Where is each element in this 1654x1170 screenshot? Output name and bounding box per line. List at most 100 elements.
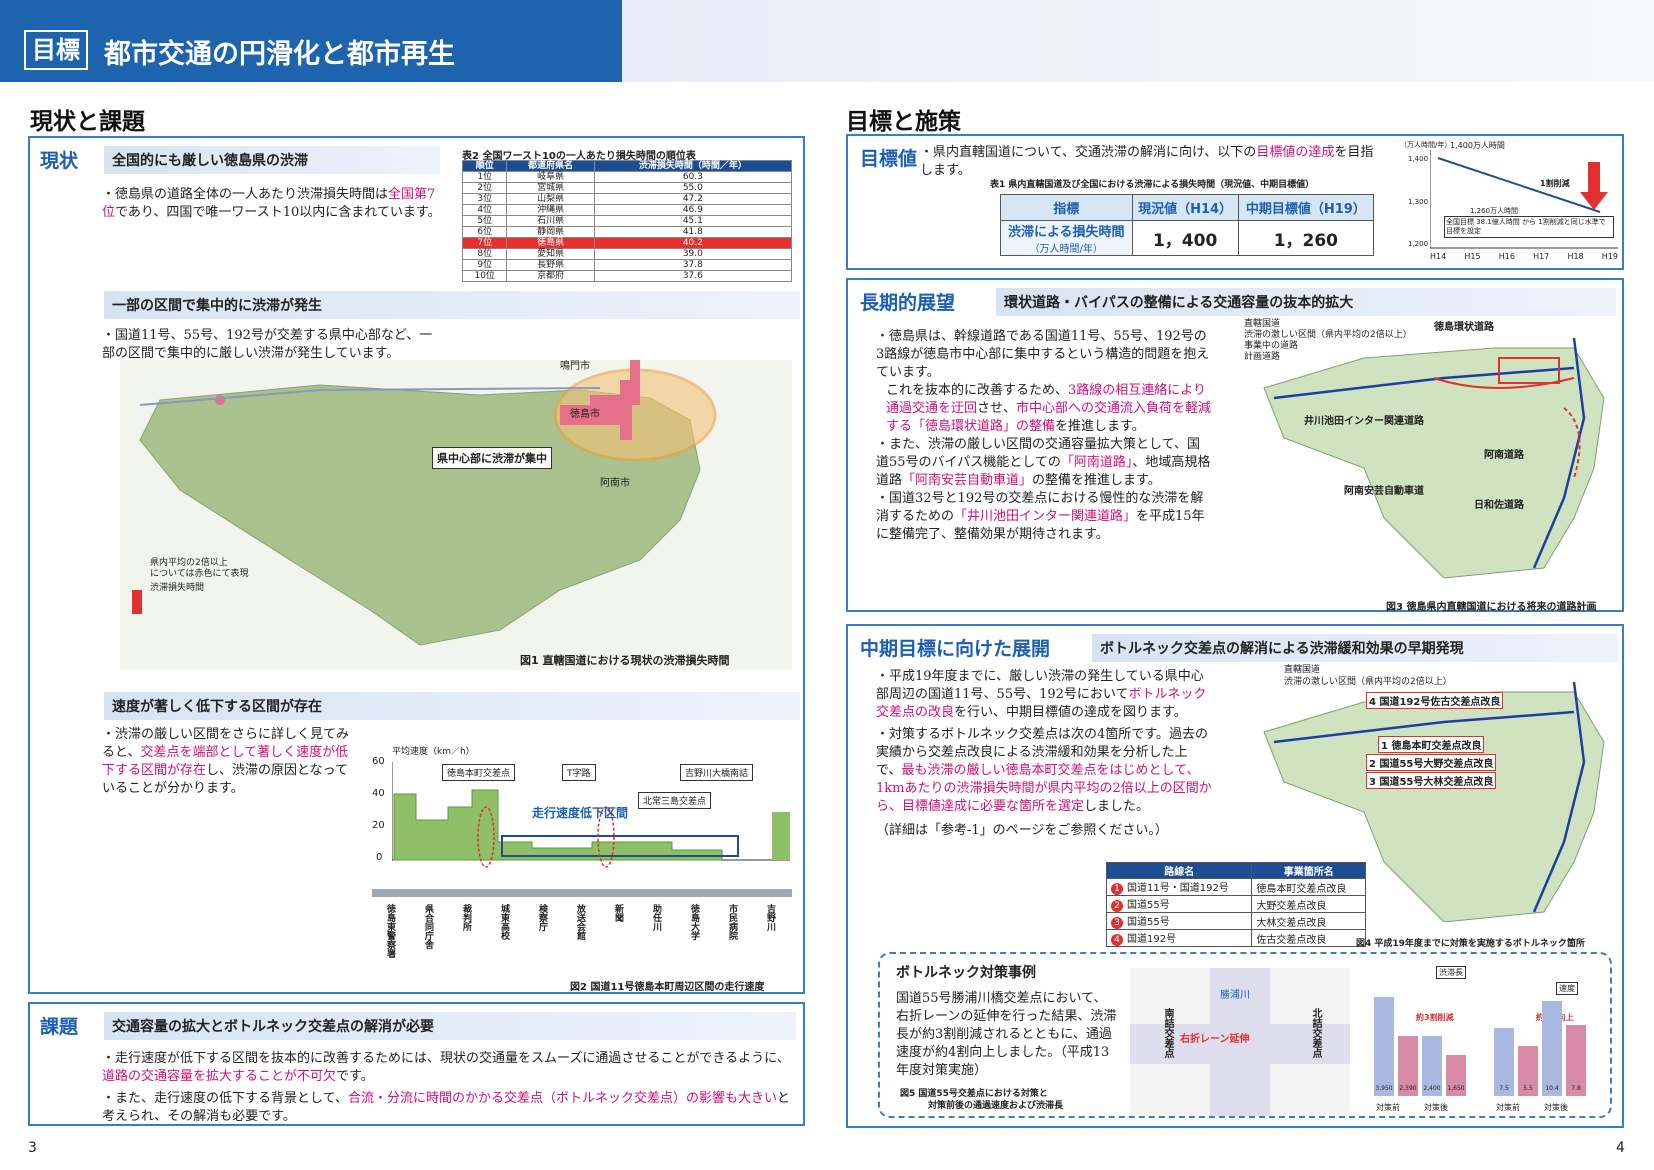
speed-place: 新聞 [613,904,623,922]
speed-note: 走行速度低下区間 [532,806,629,820]
road-horizontal [1130,1024,1350,1064]
current-text1: ・徳島県の道路全体の一人あたり渋滞損失時間は全国第7位であり、四国で唯一ワースト… [102,187,441,220]
bar1-title: 渋滞長 [1436,966,1466,979]
goal-badge: 目標 [24,30,88,70]
mid-legend-2: 渋滞の激しい区間（県内平均の2倍以上） [1284,677,1452,687]
rank-cell: 愛知県 [506,248,595,260]
bar1-x: 対策後 [1424,1103,1448,1112]
rank-cell: 37.6 [593,270,793,282]
issue-text1: ・走行速度が低下する区間を抜本的に改善するためには、現状の交通量をスムーズに通過… [102,1051,790,1084]
map-1-svg [139,345,717,646]
target-ytick: 1,300 [1408,198,1429,206]
target-text: ・県内直轄国道について、交通渋滞の解消に向け、以下の目標値の達成を目指します。 [920,145,1374,178]
long-map-label: 日和佐道路 [1474,500,1524,511]
speed-place: 吉野川 [765,904,775,931]
issue-band: 交通容量の拡大とボトルネック交差点の解消が必要 [104,1012,796,1040]
bar: 2,400 [1422,1036,1442,1096]
speed-label: 徳島本町交差点 [442,764,516,781]
national-route [1273,366,1575,400]
ring-road-mark [1498,357,1560,384]
cut-arrow-head [1580,192,1608,210]
planned-route [1563,407,1581,479]
low-speed-box [501,835,739,857]
rank-cell: 静岡県 [506,226,595,238]
long-tag: 長期的展望 [860,292,956,314]
map-city-tokushima: 徳島市 [570,409,600,420]
current-tag: 現状 [40,150,79,172]
rank-cell: 6位 [461,226,508,238]
tokushima-map-shape [139,384,701,646]
bar-label: 7.8 [1571,1085,1581,1092]
congestion-bar [630,345,640,405]
speed-place: 県合同庁舎 [423,904,433,949]
fig1-caption: 図1 直轄国道における現状の渋滞損失時間 [520,654,730,667]
fig5-caption-1: 図5 国道55号交差点における対策と [900,1089,1048,1099]
case-diagram: 南詰交差点 北詰交差点 右折レーン延伸 勝浦川 [1130,968,1350,1116]
national-route [1532,681,1586,913]
rank-cell: 1位 [461,171,508,183]
map-legend-bar [132,590,142,614]
rank-cell: 47.2 [593,193,793,205]
bottleneck-route-name: 国道11号・国道192号 [1127,883,1229,894]
current-band2: 一部の区間で集中的に渋滞が発生 [104,291,800,319]
bottleneck-route-name: 国道55号 [1127,917,1170,928]
target-chart: （万人時間/年） 1,400万人時間 1,400 1,300 1,200 1割削… [1400,140,1620,268]
bar: 7.8 [1566,1025,1586,1096]
rank-cell: 徳島県 [506,237,595,249]
target-xtick: H14 [1430,252,1447,261]
speed-tick: 60 [372,756,385,767]
case-road-south: 南詰交差点 [1162,1008,1173,1058]
long-text: ・徳島県は、幹線道路である国道11号、55号、192号の3路線が徳島市中心部に集… [876,329,1212,542]
speed-label: T字路 [562,764,596,781]
speed-place: 城東高校 [499,904,509,940]
bottleneck-number: 4 [1111,934,1123,946]
long-legend-4: 計画道路 [1244,352,1281,362]
speed-tick: 20 [372,820,385,831]
speed-ylabel: 平均速度（km／h） [392,747,475,757]
fig2-caption: 図2 国道11号徳島本町周辺区間の走行速度 [570,982,765,993]
mid-band: ボトルネック交差点の解消による渋滞緩和効果の早期発現 [1092,634,1618,662]
bottleneck-site: 大林交差点改良 [1251,912,1366,930]
case-river: 勝浦川 [1220,990,1250,1001]
target-chart-unit: （万人時間/年） [1400,141,1452,149]
rank-cell: 45.1 [593,215,793,227]
map-legend-2: については赤色にて表現 [150,569,249,579]
long-map-label: 阿南安芸自動車道 [1344,486,1424,497]
long-map-svg [1263,337,1605,579]
speed-place: 市民病院 [727,904,737,940]
rank-cell: 宮城県 [506,182,595,194]
national-route [1273,710,1575,744]
target-chart-note: 全国目標 38.1億人時間 から 1割削減と同じ水準で目標を設定 [1444,216,1614,238]
target-ytick: 1,200 [1408,240,1429,248]
speed-label: 吉野川大橋南詰 [680,764,754,781]
target-chart-top: 1,400万人時間 [1450,141,1505,150]
long-map-label: 井川池田インター関連道路 [1304,416,1424,427]
mid-legend-1: 直轄国道 [1284,665,1321,675]
speed-area [393,789,723,861]
target-chart-bottom: 1,260万人時間 [1470,207,1519,215]
project-route [1433,377,1575,389]
road-strip [372,889,792,897]
bar-label: 1,650 [1447,1085,1465,1092]
speed-place: 徳島大学 [689,904,699,940]
rank-cell: 55.0 [593,182,793,194]
rank-cell: 41.8 [593,226,793,238]
bar: 1,650 [1446,1055,1466,1096]
rank-cell: 山梨県 [506,193,595,205]
target-xtick: H18 [1567,252,1584,261]
bottleneck-route-name: 国道55号 [1127,900,1170,911]
bottleneck-site: 佐古交差点改良 [1251,929,1366,947]
left-heading: 現状と課題 [30,109,145,135]
target-xtick: H19 [1601,252,1618,261]
